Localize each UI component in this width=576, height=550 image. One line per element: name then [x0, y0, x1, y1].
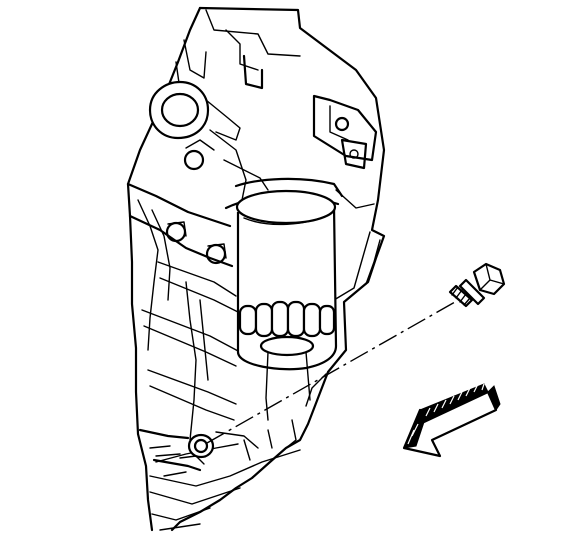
- direction-arrow-icon: [402, 383, 501, 458]
- drain-plug-bolt: [448, 262, 506, 308]
- leader-line: [206, 297, 463, 444]
- oil-filter: [235, 189, 338, 421]
- filter-grip-flutes: [238, 300, 336, 338]
- drain-hole: [155, 431, 259, 465]
